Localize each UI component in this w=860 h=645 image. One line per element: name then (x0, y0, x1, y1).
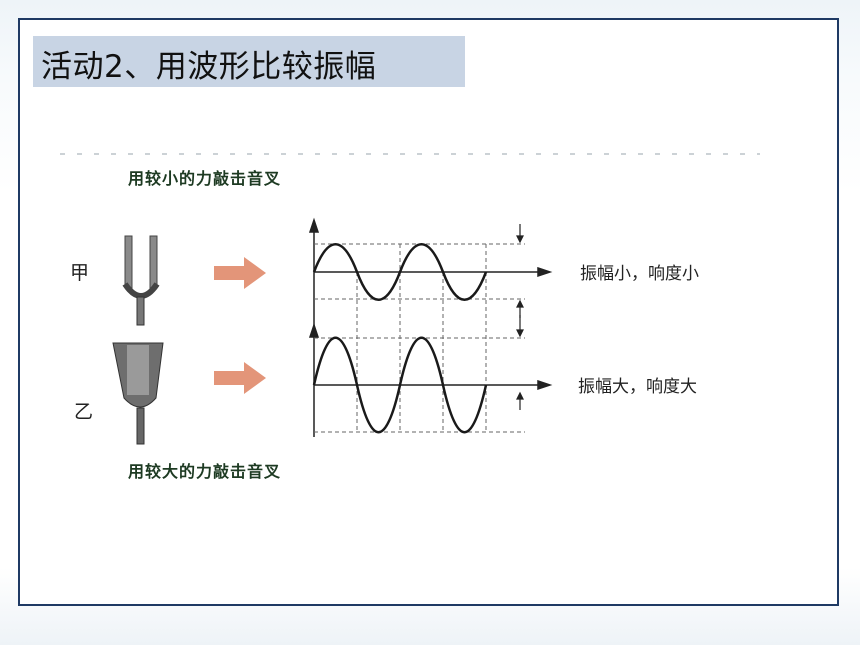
caption-top: 用较小的力敲击音叉 (128, 169, 282, 188)
wave-a-label: 振幅小，响度小 (580, 264, 699, 284)
title-banner (33, 36, 465, 87)
small-amplitude-wave (312, 243, 488, 301)
large-amplitude-wave (312, 336, 488, 434)
amplitude-markers (516, 224, 524, 410)
tuning-fork-b-icon (112, 342, 164, 445)
wave-b-label: 振幅大，响度大 (578, 377, 697, 397)
wave-axes (308, 217, 553, 437)
fork-b-label: 乙 (74, 401, 94, 423)
arrow-b-icon (214, 362, 266, 394)
arrow-a-icon (214, 257, 266, 289)
caption-bottom: 用较大的力敲击音叉 (128, 462, 282, 481)
tuning-fork-a-icon (122, 235, 160, 326)
slide-title: 活动2、用波形比较振幅 (41, 49, 377, 85)
slide-frame (18, 18, 839, 606)
fork-a-label: 甲 (70, 262, 90, 284)
